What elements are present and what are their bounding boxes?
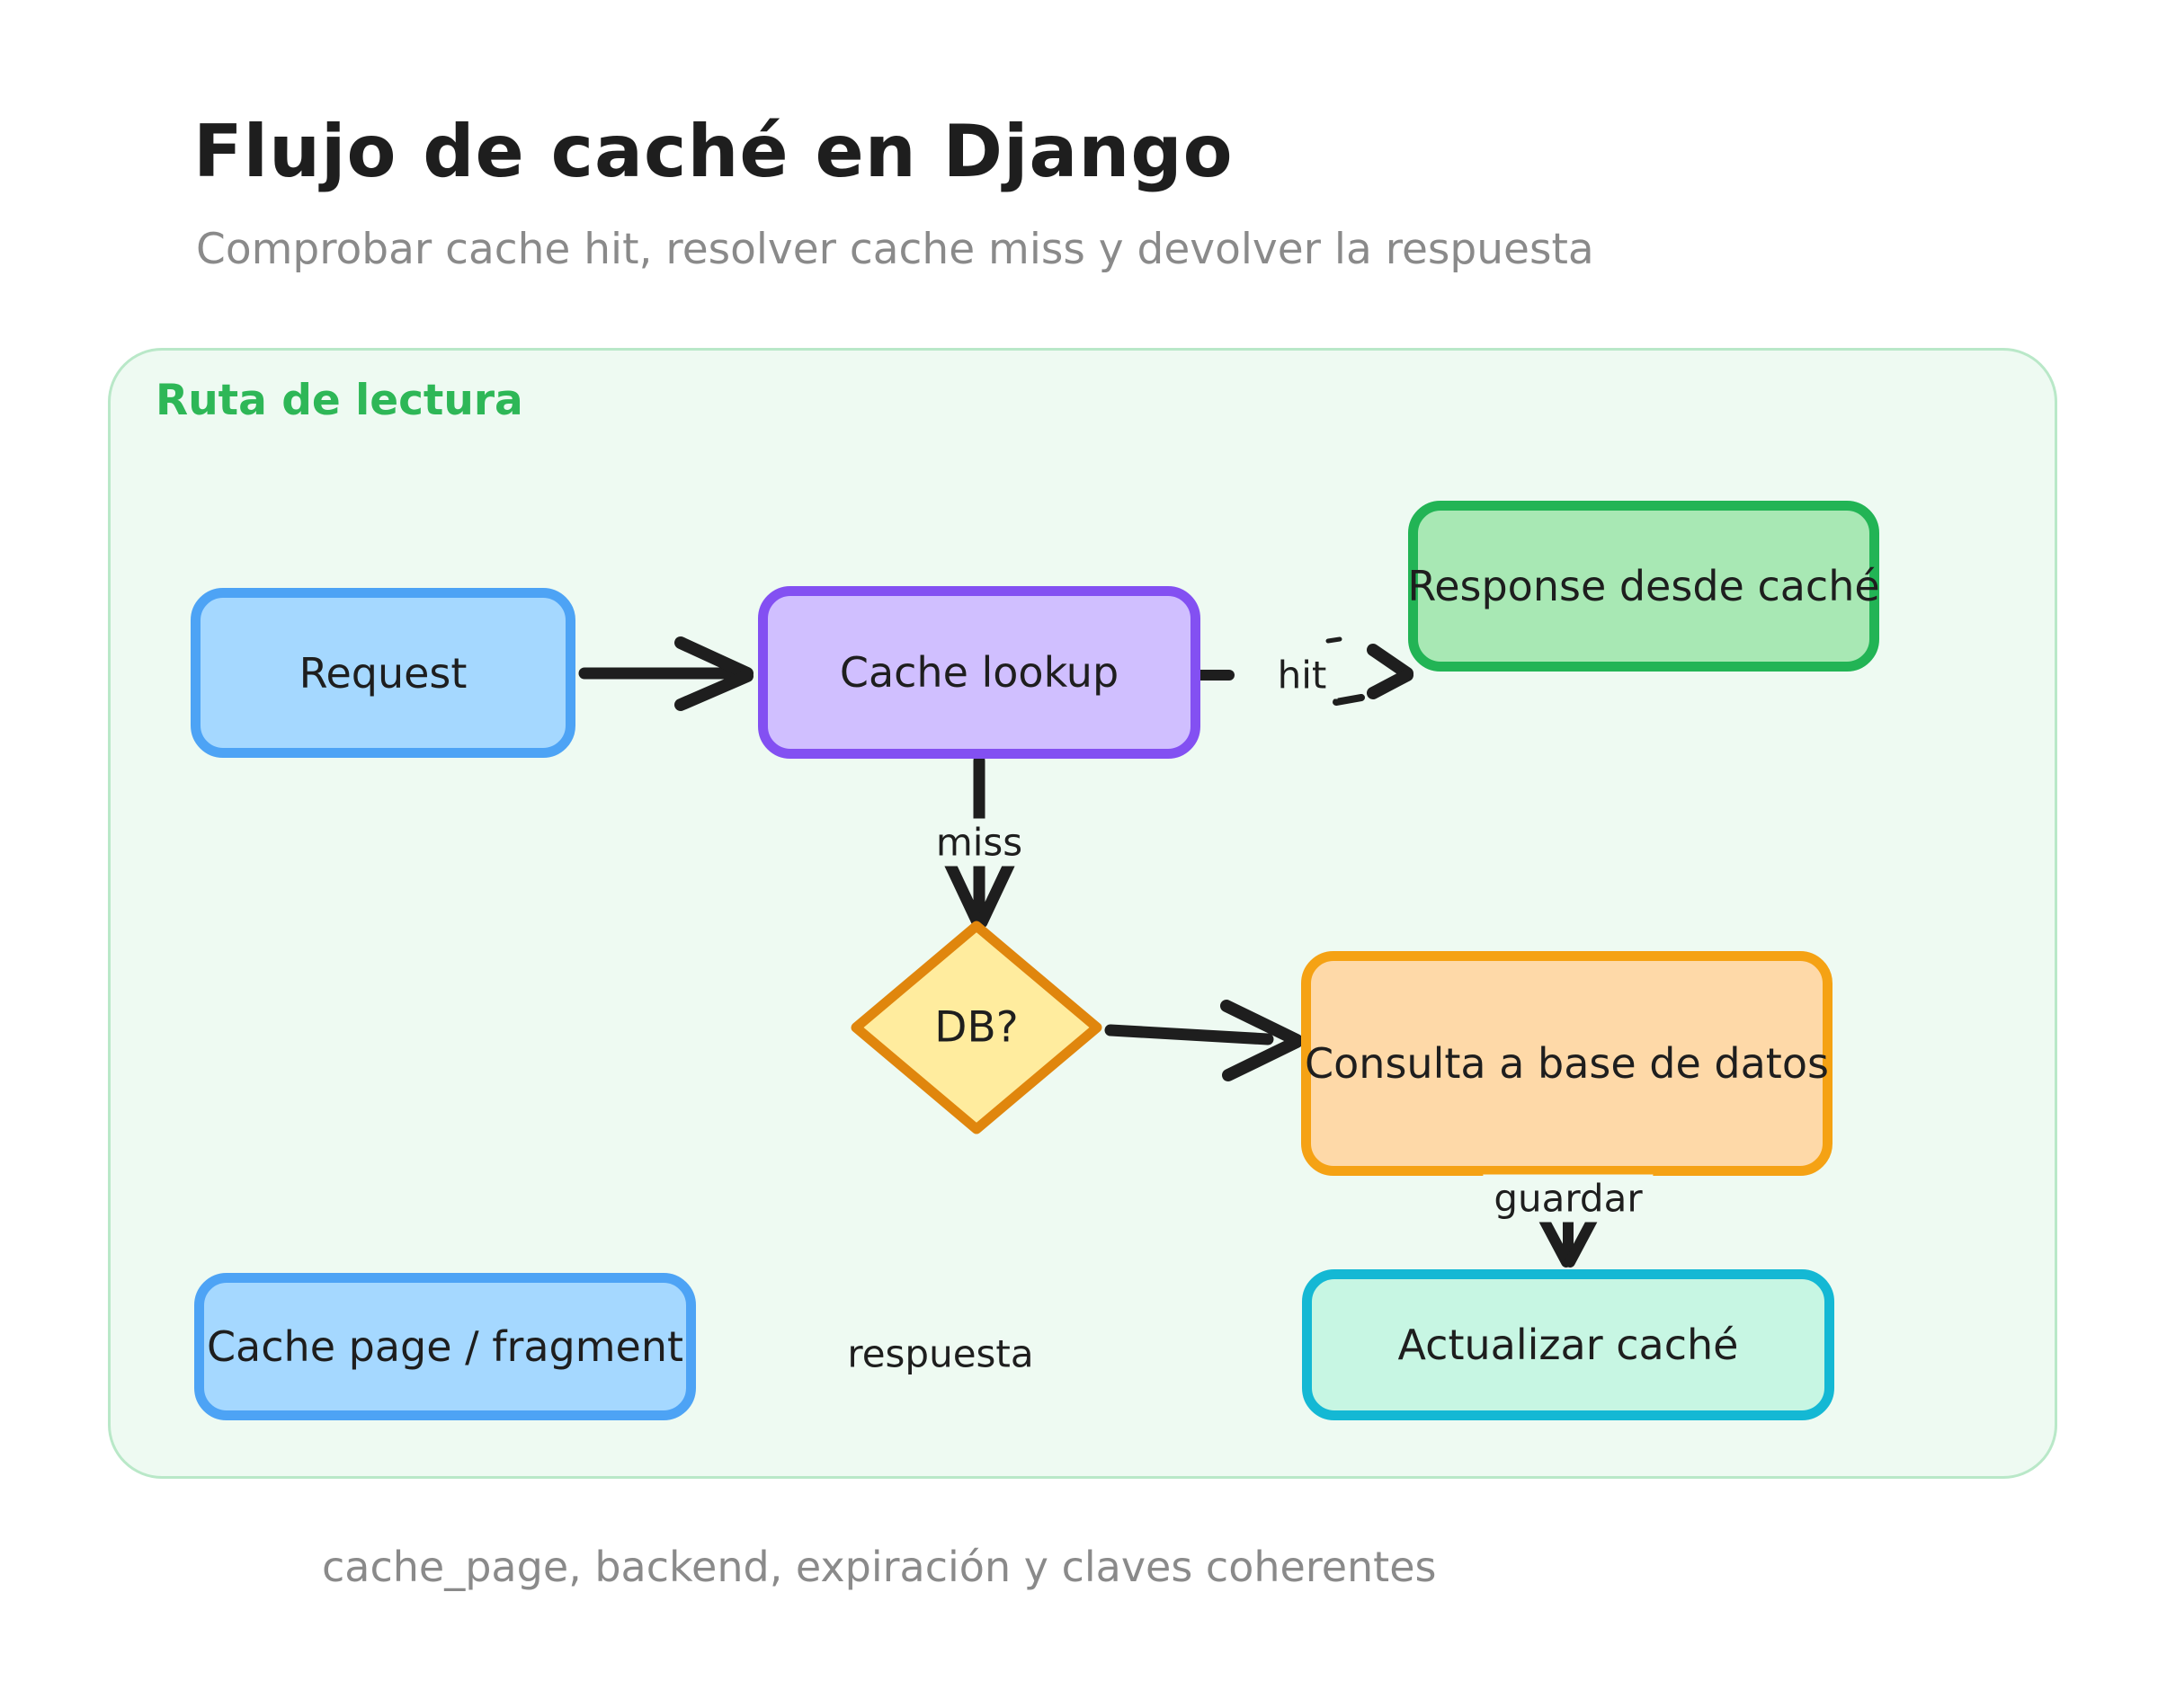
footer-caption: cache_page, backend, expiración y claves… [322,1543,1437,1591]
edge-label-guardar: guardar [1483,1174,1654,1223]
edge-label-miss: miss [924,818,1034,867]
node-db-query[interactable]: Consulta a base de datos [1301,951,1833,1176]
node-cache-lookup-label: Cache lookup [839,648,1119,697]
node-cache-page[interactable]: Cache page / fragment [194,1273,696,1420]
group-label: Ruta de lectura [156,376,523,425]
node-request[interactable]: Request [191,588,575,758]
page-subtitle: Comprobar cache hit, resolver cache miss… [196,225,1594,274]
node-response-cache[interactable]: Response desde caché [1407,501,1880,672]
node-cache-page-label: Cache page / fragment [206,1322,684,1371]
page-title: Flujo de caché en Django [193,110,1234,193]
node-cache-lookup[interactable]: Cache lookup [758,586,1200,759]
node-db-decision-label: DB? [934,1002,1019,1053]
node-update-cache-label: Actualizar caché [1397,1321,1739,1369]
node-response-cache-label: Response desde caché [1407,562,1880,610]
node-update-cache[interactable]: Actualizar caché [1302,1269,1834,1420]
edge-label-respuesta: respuesta [836,1330,1045,1378]
node-request-label: Request [299,648,468,698]
edge-label-hit: hit [1266,651,1338,699]
node-db-query-label: Consulta a base de datos [1305,1039,1829,1088]
